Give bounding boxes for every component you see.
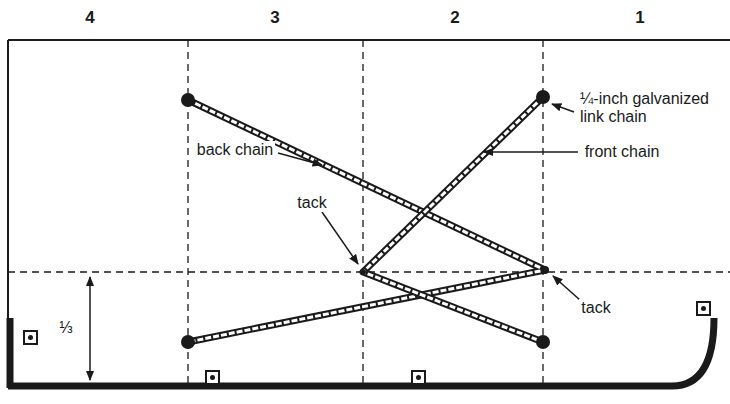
column-number: 4 [83, 9, 96, 27]
part-label: tack [295, 194, 328, 212]
part-label: back chain [195, 141, 276, 159]
chain-spec-label: ¼-inch galvanized link chain [578, 90, 722, 126]
part-label: tack [579, 299, 612, 317]
column-number: 3 [268, 9, 281, 27]
transom-line [7, 40, 9, 318]
keel-line [8, 318, 714, 386]
transom-edge [7, 318, 14, 388]
column-number: 2 [448, 9, 461, 27]
column-number: 1 [633, 9, 646, 27]
leader-lines [278, 104, 580, 300]
grid-lines [8, 40, 730, 384]
link-chains [188, 97, 545, 342]
part-label: front chain [583, 143, 662, 161]
gunwale-line [8, 39, 730, 41]
anchor-points [181, 90, 550, 349]
dimension-arrow [89, 277, 91, 380]
dimension-label: ⅓ [57, 319, 74, 337]
